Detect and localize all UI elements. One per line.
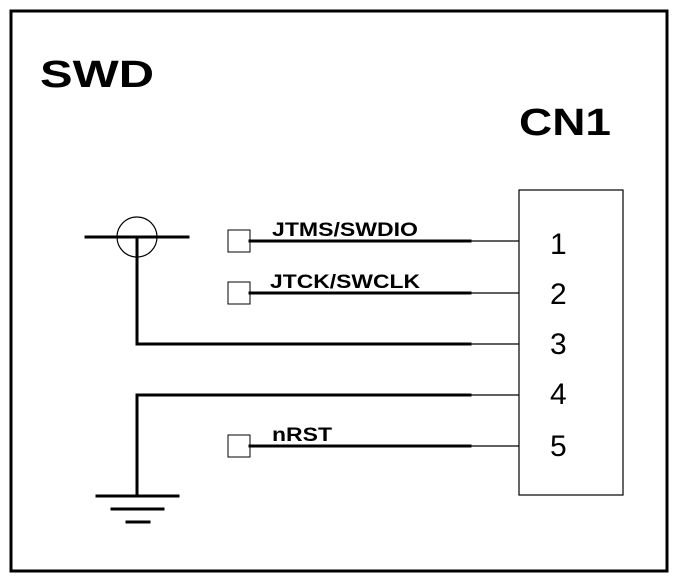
- connector-body: [518, 189, 624, 496]
- connector-ref: CN1: [519, 102, 611, 144]
- ground-symbol-icon: [95, 393, 180, 524]
- pin-number-3: 3: [550, 328, 567, 361]
- frame-border: [9, 9, 669, 573]
- test-point-pad-pin2: [227, 281, 251, 305]
- test-point-pad-pin5: [227, 434, 251, 458]
- net-label-pin1: JTMS/SWDIO: [272, 220, 418, 241]
- pin-number-4: 4: [550, 378, 567, 411]
- test-point-pad-pin1: [227, 229, 251, 253]
- power-symbol-icon: [84, 216, 190, 346]
- diagram-title: SWD: [40, 54, 154, 96]
- pin-number-2: 2: [550, 278, 567, 311]
- pin-number-5: 5: [550, 430, 567, 463]
- net-label-pin2: JTCK/SWCLK: [270, 272, 420, 293]
- pin-number-1: 1: [550, 228, 567, 261]
- net-label-pin5: nRST: [272, 425, 332, 446]
